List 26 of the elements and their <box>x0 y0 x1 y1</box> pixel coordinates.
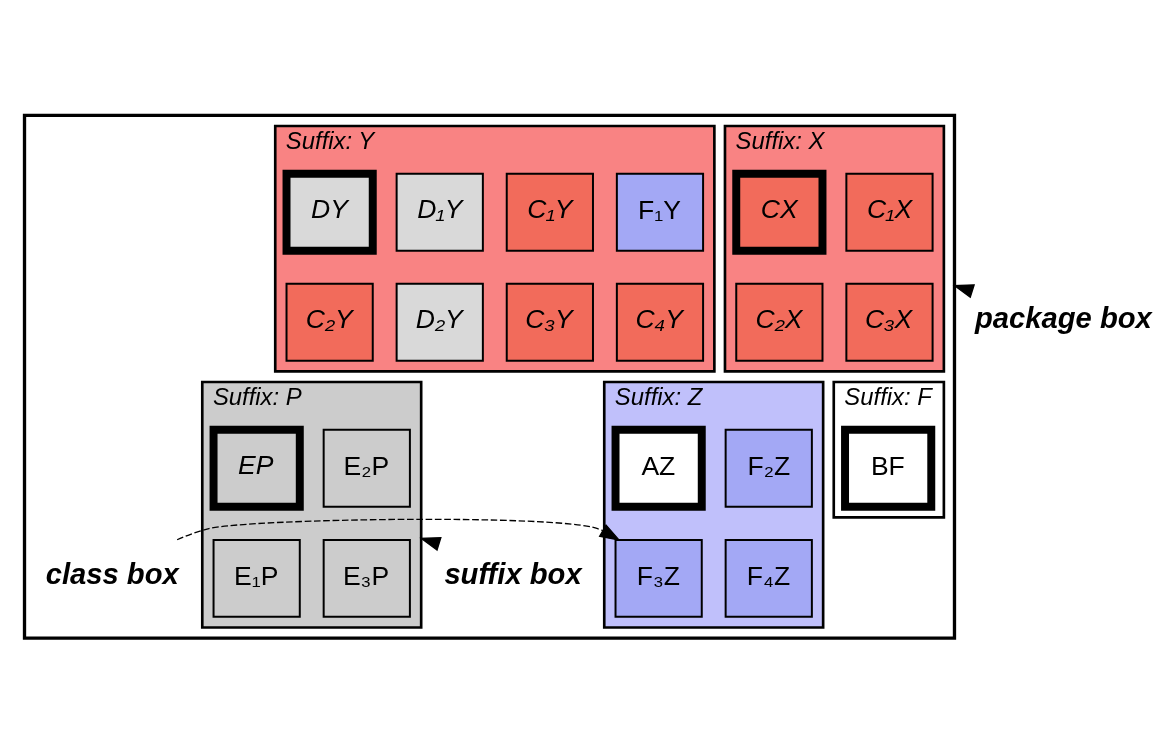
node-box: F₂Z <box>724 428 813 508</box>
node-text: suffix box <box>444 558 582 591</box>
node-box: C₂X <box>735 282 824 362</box>
node-box: F₃Z <box>614 538 703 618</box>
node-text: package box <box>975 302 1152 335</box>
node-box: F₁Y <box>615 172 705 252</box>
node-box: C₃X <box>845 282 934 362</box>
node-text: class box <box>45 558 179 591</box>
node-box: D₁Y <box>395 172 484 252</box>
cluster <box>22 113 957 640</box>
node-box: BF <box>841 425 936 511</box>
node-box: C₄Y <box>615 282 705 362</box>
node-box: C₁Y <box>505 172 594 252</box>
node-box: F₄Z <box>724 538 813 618</box>
node-box: C₃Y <box>505 282 594 362</box>
node-box: D₂Y <box>395 282 484 362</box>
node-box: EP <box>209 425 304 511</box>
node-box: E₂P <box>322 428 411 508</box>
node-box: E₃P <box>322 538 411 618</box>
node-box: CX <box>732 169 827 255</box>
arrow <box>419 536 442 552</box>
node-box: C₂Y <box>285 282 374 362</box>
node-box: E₁P <box>212 538 301 618</box>
node-box: AZ <box>611 425 706 511</box>
node-box: C₁X <box>845 172 934 252</box>
node-box: DY <box>282 169 377 255</box>
